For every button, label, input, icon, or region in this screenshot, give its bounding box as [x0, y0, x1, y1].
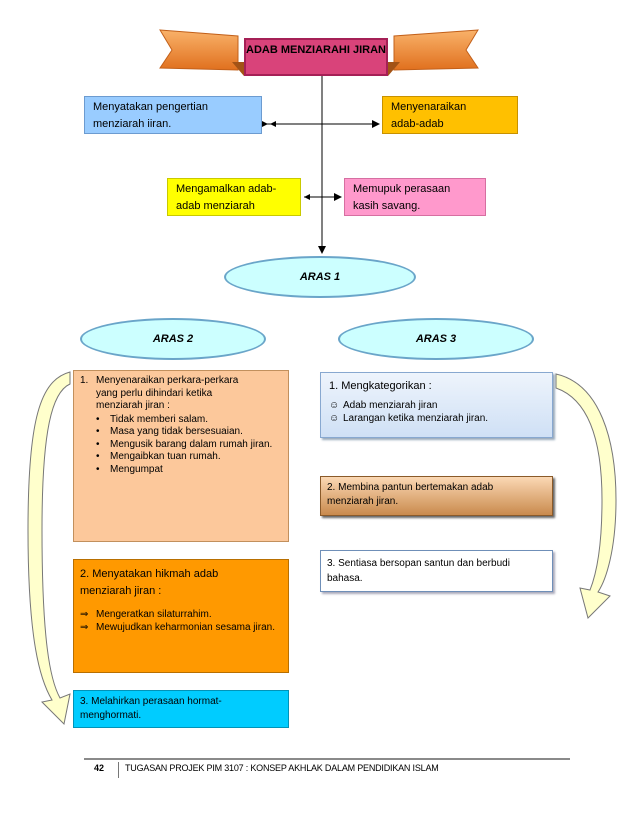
list-item: ☺Adab menziarah jiran: [329, 399, 544, 412]
box-line: adab menziarah: [176, 200, 255, 212]
item-text: Mengaibkan tuan rumah.: [110, 451, 221, 462]
box-line: bahasa.: [327, 573, 363, 584]
box-line: Mengamalkan adab-: [176, 183, 277, 195]
box-mengamalkan: Mengamalkan adab- adab menziarah: [167, 178, 301, 216]
box-line: Memupuk perasaan: [353, 183, 451, 195]
box-larangan: 1. Menyenaraikan perkara-perkara yang pe…: [73, 370, 289, 542]
box-line: 3. Sentiasa bersopan santun dan berbudi: [327, 558, 510, 569]
box-hormat: 3. Melahirkan perasaan hormat- menghorma…: [73, 690, 289, 728]
box-line: menziarah iiran.: [93, 118, 172, 130]
heading-line: yang perlu dihindari ketika: [96, 387, 213, 399]
heading-line: Menyenaraikan perkara-perkara: [96, 375, 239, 386]
bullet-icon: •: [96, 426, 100, 437]
box-memupuk: Memupuk perasaan kasih savang.: [344, 178, 486, 216]
smiley-icon: ☺: [329, 400, 340, 411]
smiley-icon: ☺: [329, 413, 340, 424]
box-line: Menyenaraikan: [391, 101, 467, 113]
heading-line: menziarah jiran :: [96, 400, 170, 411]
bullet-icon: •: [96, 413, 100, 425]
item-text: Mewujudkan keharmonian sesama jiran.: [96, 622, 275, 633]
box-line: 2. Membina pantun bertemakan adab: [327, 482, 494, 493]
item-text: Mengusik barang dalam rumah jiran.: [110, 438, 273, 450]
box-line: 3. Melahirkan perasaan hormat-: [80, 696, 222, 707]
arrow-icon: ⇒: [80, 622, 89, 633]
item-text: Masa yang tidak bersesuaian.: [110, 426, 243, 437]
curved-arrow-left: [27, 371, 71, 726]
box-line: kasih savang.: [353, 200, 421, 212]
page-number: 42: [94, 763, 105, 773]
heading-line: 1. Mengkategorikan :: [329, 380, 432, 392]
list-item: • Tidak memberi salam.: [96, 414, 282, 427]
heading-line: 2. Menyatakan hikmah adab: [80, 568, 219, 580]
box-hikmah: 2. Menyatakan hikmah adab menziarah jira…: [73, 559, 289, 673]
item-text: Tidak memberi salam.: [110, 413, 208, 425]
box-kategori: 1. Mengkategorikan : ☺Adab menziarah jir…: [320, 372, 553, 438]
list-number: 1.: [80, 375, 89, 386]
box-line: Menyatakan pengertian: [93, 101, 208, 113]
box-line: menziarah jiran.: [327, 496, 399, 507]
box-menyenaraikan: Menyenaraikan adab-adab: [382, 96, 518, 134]
box-line: adab-adab: [391, 118, 444, 130]
curved-arrow-right: [555, 373, 617, 619]
bullet-icon: •: [96, 438, 100, 450]
item-text: Adab menziarah jiran: [343, 400, 438, 411]
footer-divider: [118, 762, 119, 778]
list-item: ⇒ Mengeratkan silaturrahim.: [80, 608, 282, 621]
item-text: Larangan ketika menziarah jiran.: [343, 413, 489, 424]
box-pengertian: Menyatakan pengertian menziarah iiran.: [84, 96, 262, 134]
ellipse-aras-1: ARAS 1: [224, 256, 416, 298]
arrow-icon: ⇒: [80, 609, 89, 620]
box-line: menghormati.: [80, 710, 142, 721]
box-pantun: 2. Membina pantun bertemakan adab menzia…: [320, 476, 553, 516]
item-text: Mengumpat: [110, 463, 163, 475]
list-item: • Masa yang tidak bersesuaian.: [96, 426, 282, 439]
title-box: ADAB MENZIARAHI JIRAN: [244, 38, 388, 76]
list-item: ⇒ Mewujudkan keharmonian sesama jiran.: [80, 621, 282, 634]
page-footer: 42 TUGASAN PROJEK PIM 3107 : KONSEP AKHL…: [84, 758, 570, 780]
box-sopan: 3. Sentiasa bersopan santun dan berbudi …: [320, 550, 553, 592]
list-item: • Mengumpat: [96, 464, 282, 477]
title-text: ADAB MENZIARAHI JIRAN: [246, 44, 386, 56]
item-text: Mengeratkan silaturrahim.: [96, 609, 212, 620]
bullet-icon: •: [96, 463, 100, 475]
footer-text: TUGASAN PROJEK PIM 3107 : KONSEP AKHLAK …: [125, 763, 439, 773]
larangan-list: • Tidak memberi salam. • Masa yang tidak b…: [80, 414, 282, 477]
list-item: ☺Larangan ketika menziarah jiran.: [329, 412, 544, 425]
list-item: • Mengusik barang dalam rumah jiran.: [96, 439, 282, 452]
bullet-icon: •: [96, 451, 100, 462]
heading-line: menziarah jiran :: [80, 585, 162, 597]
ellipse-aras-2: ARAS 2: [80, 318, 266, 360]
ellipse-aras-3: ARAS 3: [338, 318, 534, 360]
list-item: • Mengaibkan tuan rumah.: [96, 451, 282, 464]
